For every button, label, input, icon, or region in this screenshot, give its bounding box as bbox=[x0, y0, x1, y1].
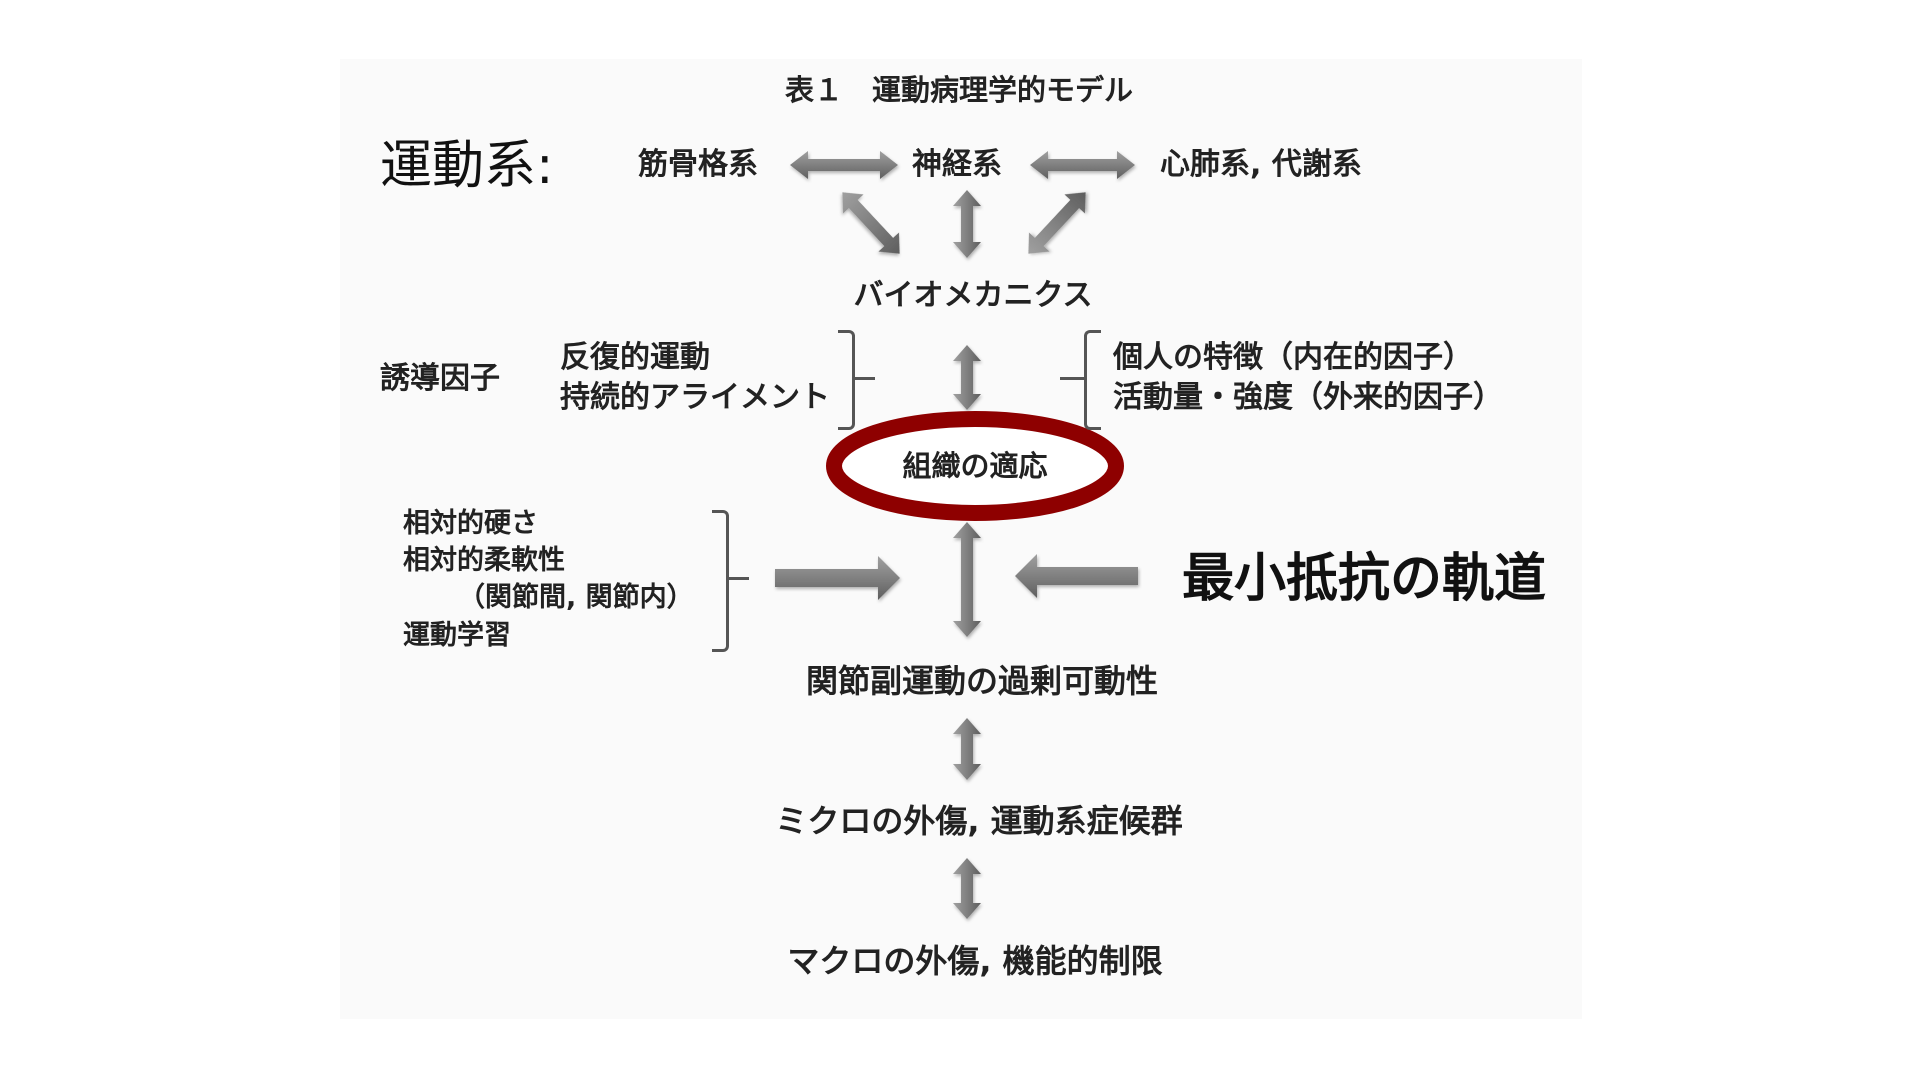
left-arrow-icon bbox=[1015, 554, 1138, 598]
modifier-item: 相対的柔軟性 bbox=[403, 545, 565, 576]
modifier-item: 運動学習 bbox=[403, 620, 511, 651]
vertical-double-arrow-icon bbox=[953, 345, 981, 410]
right-arrow-icon bbox=[775, 556, 900, 600]
biomechanics-label: バイオメカニクス bbox=[853, 278, 1093, 313]
inducing-factor-item: 反復的運動 bbox=[560, 340, 710, 375]
bracket-left-group bbox=[838, 330, 855, 430]
vertical-double-arrow-icon bbox=[953, 190, 981, 258]
diagonal-double-arrow-icon bbox=[1028, 192, 1086, 254]
outcome-hypermobility: 関節副運動の過剰可動性 bbox=[805, 662, 1159, 700]
outcome-microtrauma: ミクロの外傷, 運動系症候群 bbox=[775, 802, 1183, 840]
bracket-modifiers bbox=[712, 510, 729, 652]
path-of-least-resistance-label: 最小抵抗の軌道 bbox=[1182, 549, 1547, 609]
double-arrow-icon bbox=[1030, 151, 1135, 179]
double-arrow-icon bbox=[790, 151, 898, 179]
extrinsic-factor-item: 活動量・強度（外来的因子） bbox=[1113, 380, 1503, 415]
bracket-stub bbox=[855, 377, 875, 380]
musculoskeletal-system: 筋骨格系 bbox=[638, 147, 758, 182]
highlight-ellipse bbox=[826, 411, 1124, 521]
vertical-double-arrow-icon bbox=[953, 858, 981, 919]
tissue-adaptation-label: 組織の適応 bbox=[902, 449, 1048, 483]
movement-system-label: 運動系: bbox=[380, 136, 554, 196]
bracket-right-group bbox=[1084, 330, 1101, 430]
figure-title: 表１ 運動病理学的モデル bbox=[784, 73, 1134, 107]
modifier-item: （関節間, 関節内） bbox=[458, 582, 694, 613]
nervous-system: 神経系 bbox=[912, 147, 1002, 182]
modifier-item: 相対的硬さ bbox=[403, 508, 538, 539]
inducing-factor-item: 持続的アライメント bbox=[560, 380, 830, 415]
diagonal-double-arrow-icon bbox=[842, 192, 900, 254]
bracket-stub bbox=[729, 577, 749, 580]
cardiopulmonary-metabolic-system: 心肺系, 代謝系 bbox=[1160, 147, 1362, 182]
vertical-double-arrow-icon bbox=[953, 522, 981, 637]
outcome-macrotrauma: マクロの外傷, 機能的制限 bbox=[787, 942, 1163, 980]
intrinsic-factor-item: 個人の特徴（内在的因子） bbox=[1113, 340, 1473, 375]
vertical-double-arrow-icon bbox=[953, 718, 981, 780]
inducing-factors-label: 誘導因子 bbox=[380, 361, 500, 396]
bracket-stub bbox=[1060, 377, 1084, 380]
